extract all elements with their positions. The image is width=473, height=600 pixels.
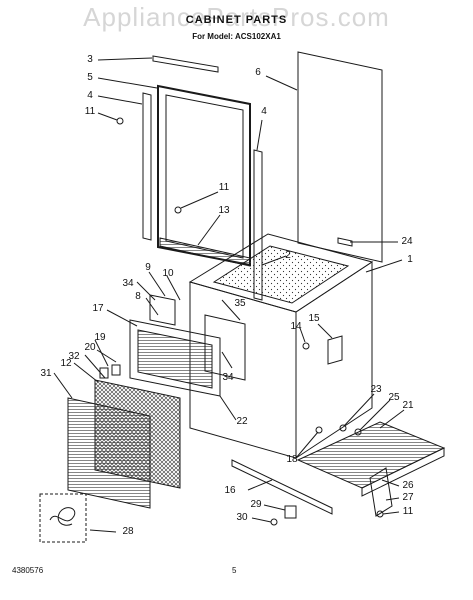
callout: 25: [388, 392, 400, 403]
document-number: 4380576: [12, 566, 44, 575]
callout: 17: [92, 303, 104, 314]
base-support-bracket: [369, 467, 393, 517]
callout: 11: [402, 506, 414, 517]
left-side-strip: [142, 92, 152, 241]
callout: 29: [250, 499, 262, 510]
top-trim-strip: [152, 55, 219, 73]
watermark: AppliancePartsPros.com: [83, 2, 390, 32]
callout: 23: [370, 384, 382, 395]
callout: 22: [236, 416, 248, 427]
callout: 30: [236, 512, 248, 523]
front-frame: [157, 84, 251, 267]
base-pan: [296, 421, 446, 489]
callout: 15: [308, 313, 320, 324]
callout: 11: [84, 106, 96, 117]
callout: 10: [162, 268, 174, 279]
front-filter: [67, 397, 151, 509]
callout: 5: [87, 72, 93, 83]
callout: 2: [285, 250, 291, 261]
callout: 4: [87, 90, 93, 101]
callout: 31: [40, 368, 52, 379]
callout: 8: [135, 291, 141, 302]
page-number: 5: [232, 566, 237, 575]
callout: 32: [68, 351, 80, 362]
rating-label: [337, 237, 353, 247]
callout: 3: [87, 54, 93, 65]
callout: 16: [224, 485, 236, 496]
callout: 28: [122, 526, 134, 537]
rear-panel: [297, 51, 383, 263]
model-label: For Model: ACS102XA1: [192, 32, 281, 41]
clip: [284, 505, 297, 519]
loose-part-clip: [49, 507, 76, 526]
callout: 34: [222, 372, 234, 383]
callout: 20: [84, 342, 96, 353]
callout: 14: [290, 321, 302, 332]
callout: 6: [255, 67, 261, 78]
callout: 24: [401, 236, 413, 247]
side-bracket: [327, 335, 343, 365]
callout: 19: [94, 332, 106, 343]
right-side-strip: [253, 149, 263, 301]
mounting-bracket: [149, 294, 176, 326]
callout: 11: [218, 182, 230, 193]
front-rail: [231, 459, 333, 515]
callout: 4: [261, 106, 267, 117]
callout: 34: [122, 278, 134, 289]
callout: 13: [218, 205, 230, 216]
diagram-title: CABINET PARTS: [185, 14, 288, 26]
callout: 9: [145, 262, 151, 273]
callout: 35: [234, 298, 246, 309]
callout: 1: [407, 254, 413, 265]
bottom-rail: [159, 237, 251, 267]
callout: 27: [402, 492, 414, 503]
callout: 12: [60, 358, 72, 369]
callout: 26: [402, 480, 414, 491]
callout: 21: [402, 400, 414, 411]
callout: 18: [286, 454, 298, 465]
